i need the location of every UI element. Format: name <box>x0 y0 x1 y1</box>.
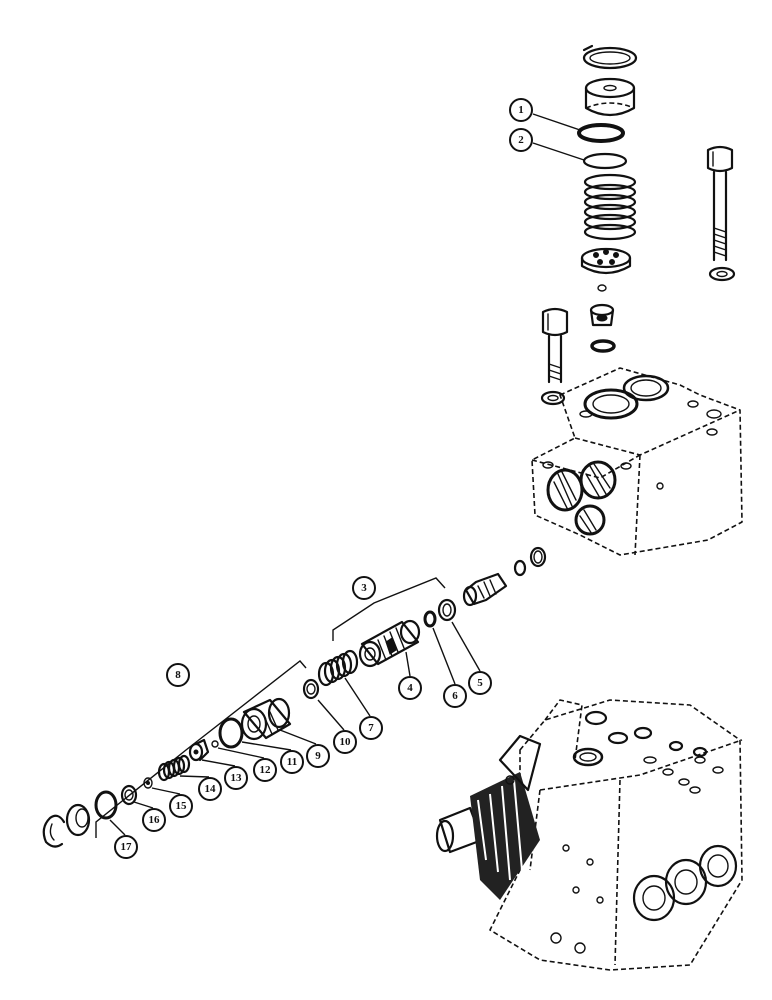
ring-part-16 <box>120 784 138 806</box>
spring-part-7 <box>317 649 359 687</box>
callout-6-label: 6 <box>452 690 458 702</box>
callout-13: 13 <box>224 766 248 790</box>
callout-12: 12 <box>253 758 277 782</box>
relief-valve-stack <box>577 44 638 353</box>
callout-14: 14 <box>198 777 222 801</box>
callout-5: 5 <box>468 671 492 695</box>
callout-14-label: 14 <box>205 783 217 795</box>
poppet-part-13 <box>188 738 210 762</box>
seat-o-ring <box>590 339 616 353</box>
callout-leaders <box>109 113 585 836</box>
check-ball <box>597 284 607 292</box>
callout-9: 9 <box>306 744 330 768</box>
backup-washer-part-2 <box>582 152 628 170</box>
callout-17-label: 17 <box>121 841 133 853</box>
callout-4: 4 <box>398 676 422 700</box>
piston-part-9 <box>240 697 292 741</box>
top-snap-ring <box>582 44 638 70</box>
o-ring-part-6 <box>423 610 437 628</box>
relief-spring <box>583 173 637 241</box>
callout-13-label: 13 <box>231 772 243 784</box>
end-snap-ring <box>42 814 66 848</box>
callout-16-label: 16 <box>149 814 161 826</box>
callout-4-label: 4 <box>407 682 413 694</box>
perforated-disc <box>580 247 632 275</box>
callout-10-label: 10 <box>340 736 352 748</box>
callout-7-label: 7 <box>368 722 374 734</box>
valve-seat <box>589 303 615 327</box>
o-ring-part-10 <box>302 678 320 700</box>
callout-2: 2 <box>509 128 533 152</box>
callout-1: 1 <box>509 98 533 122</box>
callout-15: 15 <box>169 794 193 818</box>
callout-3-label: 3 <box>361 582 367 594</box>
long-bolt-right <box>706 145 736 282</box>
end-cap <box>65 803 91 837</box>
callout-3: 3 <box>352 576 376 600</box>
spool-end-parts <box>462 546 547 607</box>
o-ring-part-1 <box>577 123 625 143</box>
lower-valve-housing <box>435 699 743 971</box>
callout-8-label: 8 <box>175 669 181 681</box>
callout-15-label: 15 <box>176 800 188 812</box>
callout-16: 16 <box>142 808 166 832</box>
callout-8: 8 <box>166 663 190 687</box>
callout-2-label: 2 <box>518 134 524 146</box>
callout-1-label: 1 <box>518 104 524 116</box>
callout-7: 7 <box>359 716 383 740</box>
callout-10: 10 <box>333 730 357 754</box>
callout-11: 11 <box>280 750 304 774</box>
callout-5-label: 5 <box>477 677 483 689</box>
spool-sleeve-part-4 <box>358 619 421 668</box>
upper-valve-body <box>531 367 743 556</box>
callout-9-label: 9 <box>315 750 321 762</box>
o-ring-part-17 <box>94 790 118 820</box>
washer-part-5 <box>437 598 457 622</box>
callout-12-label: 12 <box>260 764 272 776</box>
callout-17: 17 <box>114 835 138 859</box>
callout-6: 6 <box>443 684 467 708</box>
short-bolt-left <box>540 307 569 406</box>
ball-part-12 <box>211 740 219 748</box>
valve-cap <box>584 77 636 117</box>
o-ring-part-11 <box>218 717 244 749</box>
callout-11-label: 11 <box>287 756 297 768</box>
bracket-part-8 <box>95 660 307 838</box>
bracket-part-3 <box>332 577 446 641</box>
